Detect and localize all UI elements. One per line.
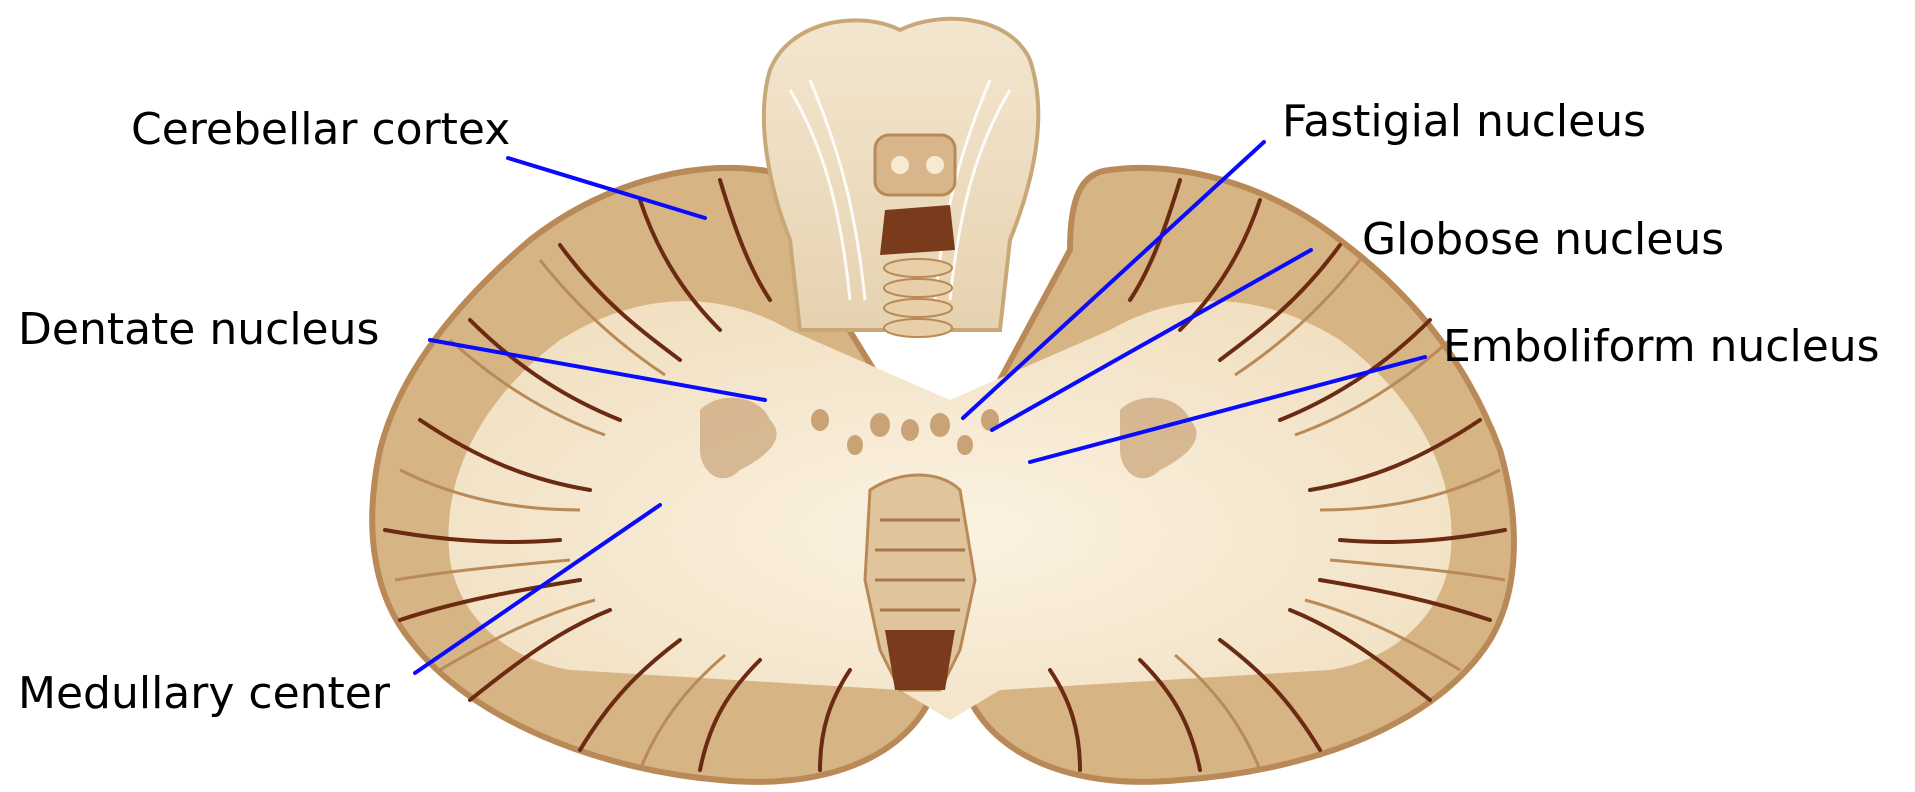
ventricle-dot-left [891,156,909,174]
label-globose-nucleus: Globose nucleus [1362,218,1724,262]
label-cerebellar-cortex: Cerebellar cortex [131,108,510,152]
ventricle-dark [880,205,955,255]
label-emboliform-nucleus: Emboliform nucleus [1443,325,1880,369]
ventricle-dot-right [926,156,944,174]
inferior-vermis-dark [885,630,955,690]
label-fastigial-nucleus: Fastigial nucleus [1282,100,1646,144]
label-medullary-center: Medullary center [18,672,390,716]
label-dentate-nucleus: Dentate nucleus [18,308,379,352]
